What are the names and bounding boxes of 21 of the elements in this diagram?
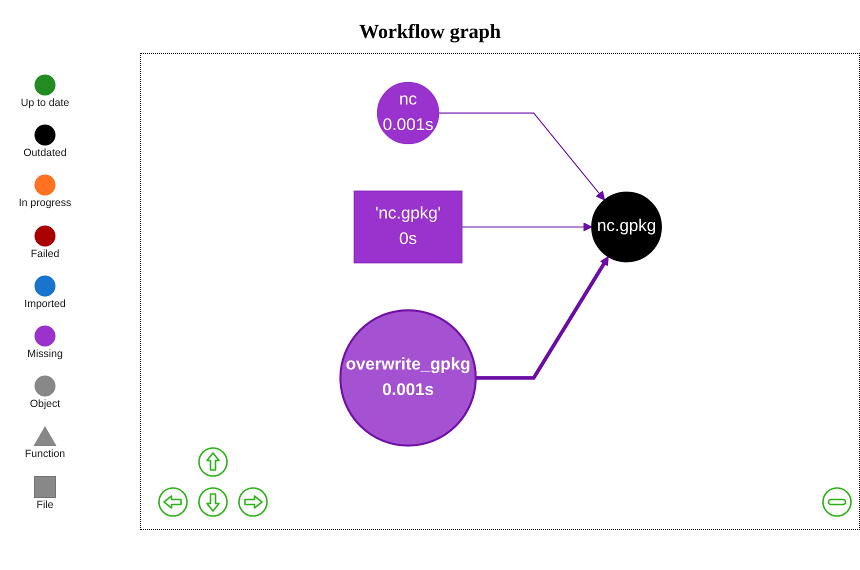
- legend-label: Function: [24, 448, 66, 460]
- graph-node: [339, 309, 477, 447]
- graph-node: [377, 82, 440, 144]
- legend-label: Imported: [24, 298, 66, 310]
- legend-label: Outdated: [23, 147, 67, 160]
- node-label: overwrite_gpkg 0.001s: [346, 354, 471, 402]
- graph-node: [591, 192, 662, 262]
- legend-label: Object: [30, 398, 60, 410]
- legend-label: Failed: [30, 248, 60, 260]
- graph-node: [354, 190, 463, 264]
- legend-label: Missing: [27, 348, 63, 360]
- legend-label: File: [36, 498, 54, 510]
- legend-label: Up to date: [20, 97, 70, 109]
- arrow: [462, 222, 592, 232]
- node-label: nc 0.001s: [382, 90, 434, 136]
- arrow: [438, 112, 606, 200]
- node-label: nc.gpkg: [597, 216, 656, 238]
- legend-label: In progress: [18, 197, 72, 210]
- node-label: 'nc.gpkg' 0s: [375, 204, 441, 250]
- arrow: [476, 256, 609, 380]
- diagram-title: Workflow graph: [359, 21, 501, 44]
